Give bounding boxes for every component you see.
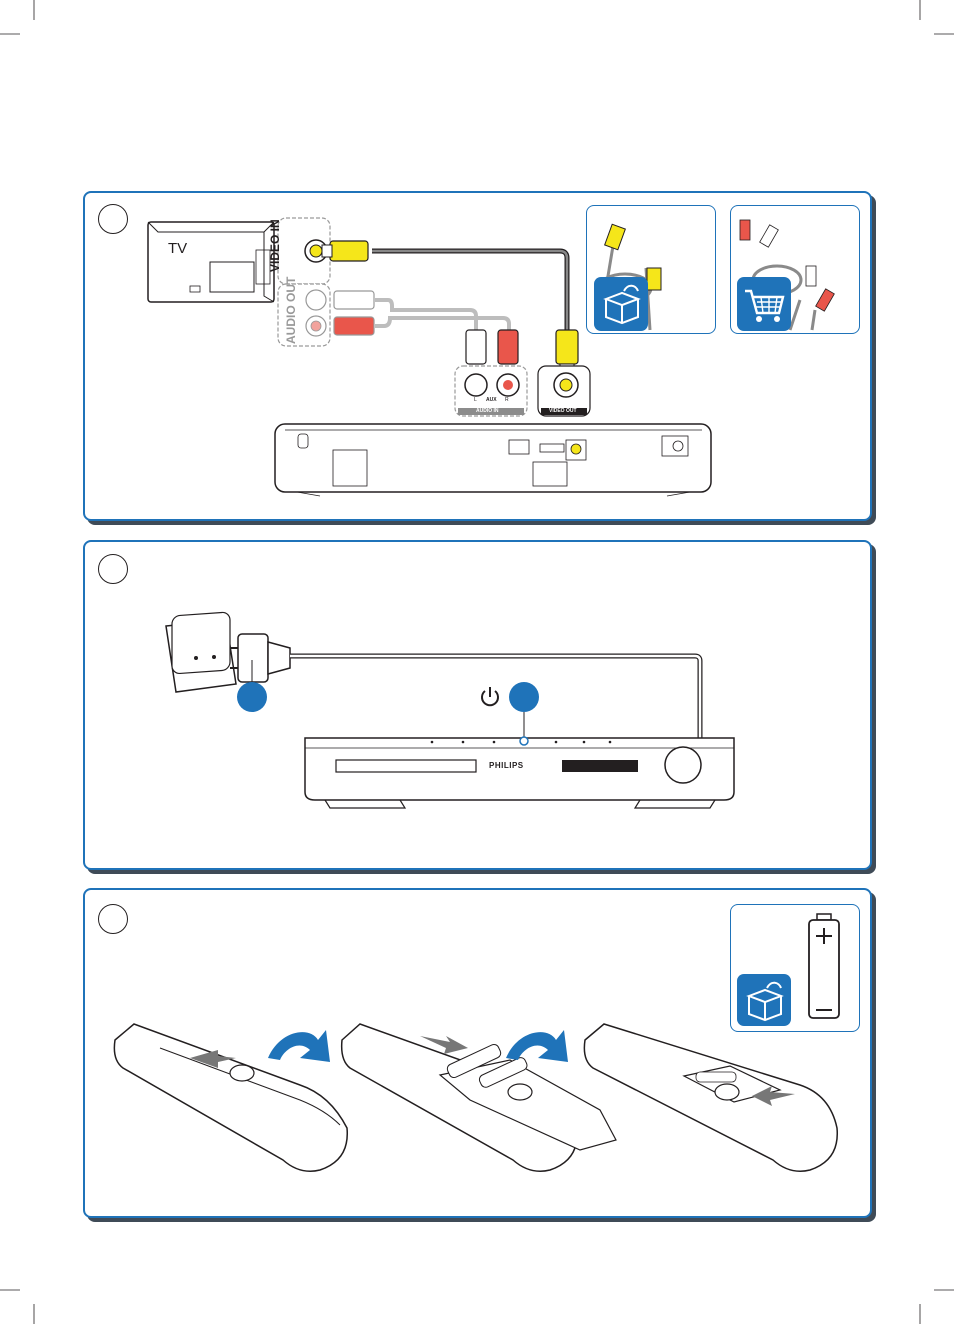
remote-step-3 (584, 1024, 837, 1171)
remote-step-2 (342, 1024, 616, 1171)
